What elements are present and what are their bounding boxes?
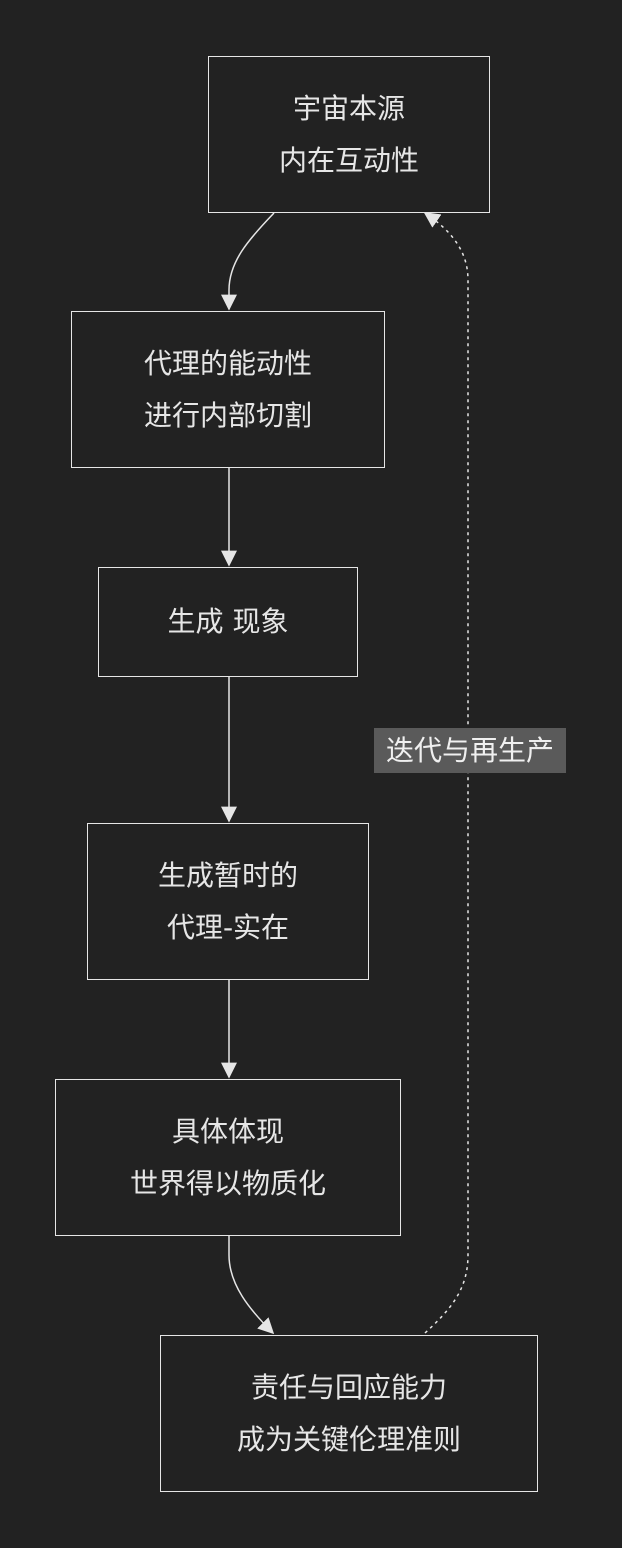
node-line: 具体体现 xyxy=(171,1114,284,1148)
node-line: 代理-实在 xyxy=(166,910,290,944)
node-line: 代理的能动性 xyxy=(143,346,312,380)
edge-n6-n1 xyxy=(423,212,469,1334)
node-materialization[interactable]: 具体体现 世界得以物质化 xyxy=(55,1079,401,1236)
node-line: 生成暂时的 xyxy=(157,858,298,892)
node-line: 责任与回应能力 xyxy=(250,1370,447,1404)
node-responsibility[interactable]: 责任与回应能力 成为关键伦理准则 xyxy=(160,1335,538,1492)
node-line: 成为关键伦理准则 xyxy=(236,1422,461,1456)
edge-n1-n2 xyxy=(221,212,275,311)
edge-n5-n6 xyxy=(228,1236,275,1335)
node-line: 生成 现象 xyxy=(167,605,289,638)
node-line: 宇宙本源 xyxy=(292,91,405,125)
node-cosmic-origin[interactable]: 宇宙本源 内在互动性 xyxy=(208,56,490,213)
node-phenomena[interactable]: 生成 现象 xyxy=(98,567,358,677)
node-line: 世界得以物质化 xyxy=(129,1166,326,1200)
node-line: 进行内部切割 xyxy=(143,398,312,432)
node-line: 内在互动性 xyxy=(278,143,419,177)
node-agential-reality[interactable]: 生成暂时的 代理-实在 xyxy=(87,823,369,980)
edge-label-iteration: 迭代与再生产 xyxy=(374,728,566,773)
node-agential-cut[interactable]: 代理的能动性 进行内部切割 xyxy=(71,311,385,468)
